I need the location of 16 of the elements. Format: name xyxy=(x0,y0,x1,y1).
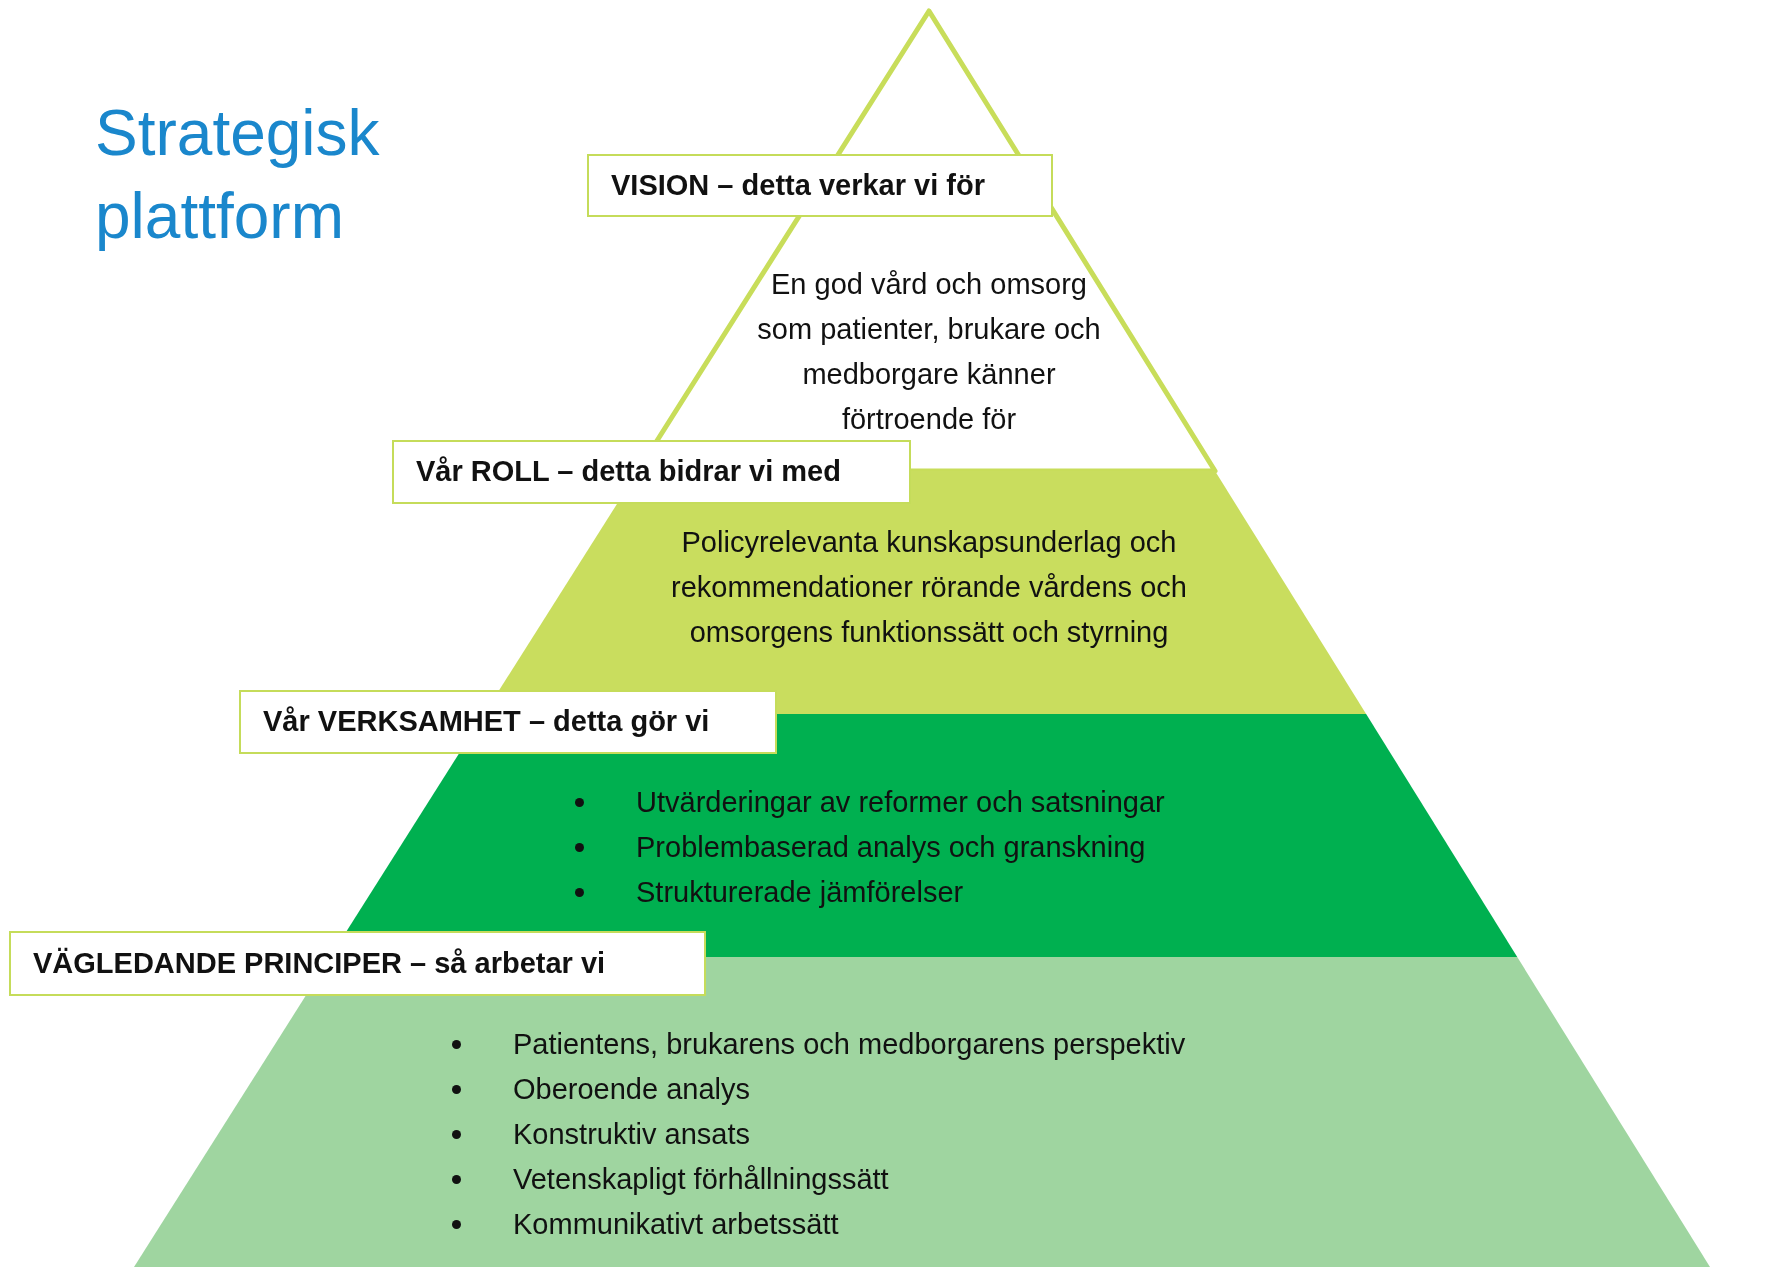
title: Strategisk plattform xyxy=(95,96,381,255)
tier-heading: VÄGLEDANDE PRINCIPER – så arbetar vi xyxy=(9,931,706,996)
list-item: Kommunikativt arbetssätt xyxy=(513,1206,839,1242)
tier-description: Policyrelevanta kunskapsunderlag och rekommendationer rörande vårdens och omsorgens funktionssätt och styrning xyxy=(670,525,1188,650)
list-item: Problembaserad analys och granskning xyxy=(636,829,1146,865)
list-item: Strukturerade jämförelser xyxy=(636,874,964,910)
list-item: Oberoende analys xyxy=(513,1071,750,1107)
tier-description: En god vård och omsorg som patienter, brukare och medborgare känner förtroende för xyxy=(756,267,1102,437)
pyramid-tier xyxy=(9,931,1710,1267)
list-item: Utvärderingar av reformer och satsningar xyxy=(636,784,1165,820)
tier-heading: Vår ROLL – detta bidrar vi med xyxy=(392,440,911,504)
list-item: Patientens, brukarens och medborgarens perspektiv xyxy=(513,1026,1186,1062)
tier-heading: VISION – detta verkar vi för xyxy=(587,154,1053,217)
list-item: Konstruktiv ansats xyxy=(513,1116,750,1152)
list-item: Vetenskapligt förhållningssätt xyxy=(513,1161,889,1197)
tier-heading: Vår VERKSAMHET – detta gör vi xyxy=(239,690,777,754)
